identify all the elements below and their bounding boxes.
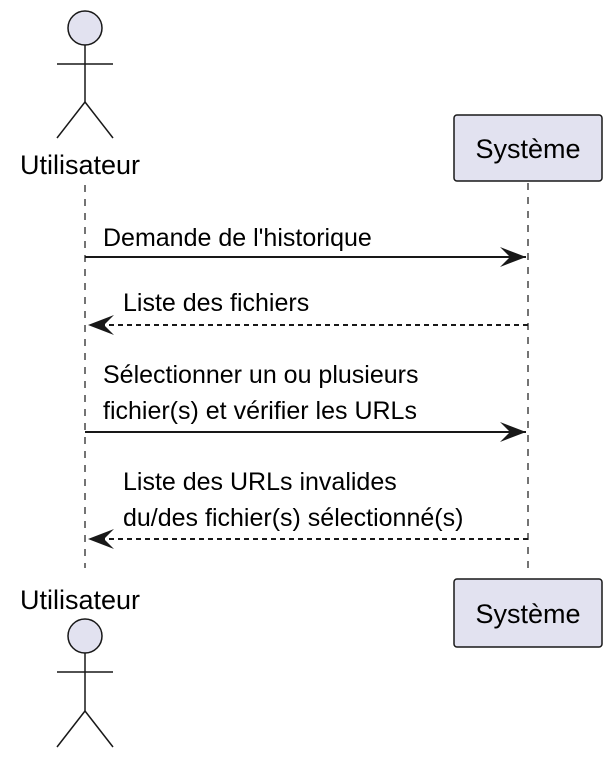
message-2: Liste des fichiers	[88, 289, 528, 335]
message-2-line-1: Liste des fichiers	[123, 289, 309, 317]
participant-name-bottom: Système	[475, 599, 580, 629]
participant-name-top: Système	[475, 134, 580, 164]
actor-right-leg-icon	[84, 710, 114, 748]
message-4-line-1: Liste des URLs invalides	[123, 468, 397, 496]
participant-box	[453, 114, 603, 182]
participant-system-bottom: Système	[453, 578, 603, 648]
actor-head-icon	[67, 618, 103, 654]
message-3-line-1: Sélectionner un ou plusieurs	[103, 361, 418, 389]
participant-system-top: Système	[453, 114, 603, 182]
message-1: Demande de l'historique	[85, 224, 526, 267]
message-1-line-1: Demande de l'historique	[103, 224, 372, 252]
actor-user-bottom: Utilisateur	[20, 585, 140, 748]
actor-left-leg-icon	[56, 101, 86, 139]
message-3: Sélectionner un ou plusieurs fichier(s) …	[85, 361, 526, 442]
message-4-line-2: du/des fichier(s) sélectionné(s)	[123, 504, 463, 532]
actor-head-icon	[67, 10, 103, 46]
participant-box	[453, 578, 603, 648]
actor-left-leg-icon	[56, 710, 86, 748]
actor-name-top: Utilisateur	[20, 150, 140, 180]
message-4: Liste des URLs invalides du/des fichier(…	[88, 468, 528, 549]
actor-right-leg-icon	[84, 101, 114, 139]
actor-name-bottom: Utilisateur	[20, 585, 140, 615]
actor-user-top: Utilisateur	[20, 10, 140, 180]
message-3-line-2: fichier(s) et vérifier les URLs	[103, 397, 417, 425]
